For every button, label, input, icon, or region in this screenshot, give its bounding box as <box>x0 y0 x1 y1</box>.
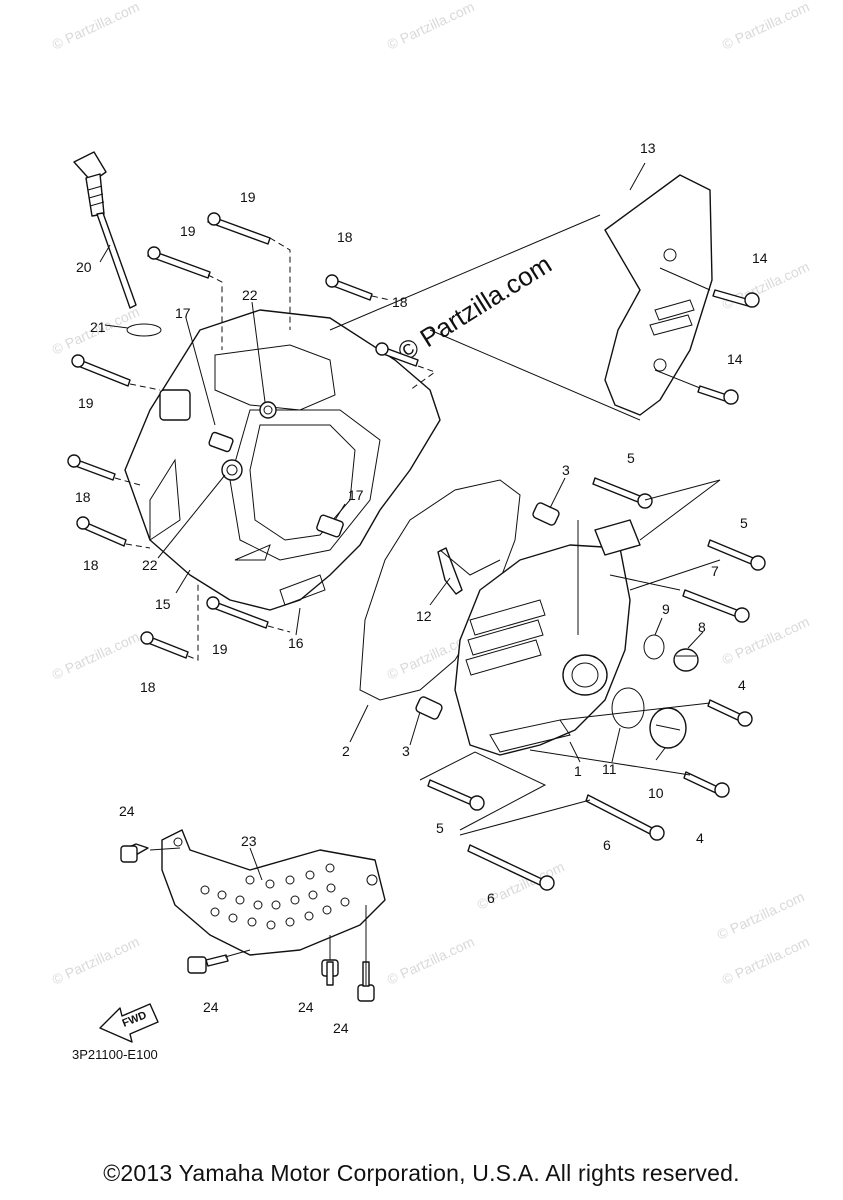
watermark: © Partzilla.com <box>50 628 142 682</box>
gasket <box>359 479 521 701</box>
callout-18: 18 <box>337 229 353 245</box>
callout-16: 16 <box>288 635 304 651</box>
skid-bolts <box>120 843 375 1002</box>
callout-18: 18 <box>140 679 156 695</box>
callout-8: 8 <box>698 619 706 635</box>
callout-5: 5 <box>627 450 635 466</box>
dowel-pin <box>415 696 443 720</box>
callout-19: 19 <box>180 223 196 239</box>
callout-3: 3 <box>402 743 410 759</box>
callout-5: 5 <box>740 515 748 531</box>
callout-4: 4 <box>738 677 746 693</box>
bolts <box>67 212 766 891</box>
watermark: © Partzilla.com <box>385 933 477 987</box>
callout-18: 18 <box>75 489 91 505</box>
callout-19: 19 <box>78 395 94 411</box>
right-crankcase-cover <box>454 519 641 756</box>
callout-5: 5 <box>436 820 444 836</box>
clamp <box>437 547 463 595</box>
callout-14: 14 <box>752 250 768 266</box>
callout-7: 7 <box>711 563 719 579</box>
watermark: © Partzilla.com <box>720 258 812 312</box>
diagram-code: 3P21100-E100 <box>72 1047 158 1062</box>
callout-22: 22 <box>142 557 158 573</box>
callout-20: 20 <box>76 259 92 275</box>
callout-22: 22 <box>242 287 258 303</box>
oil-dipstick <box>73 151 137 309</box>
cap-parts <box>611 634 699 749</box>
watermark: © Partzilla.com <box>715 888 807 942</box>
sprocket-cover <box>604 174 713 416</box>
dowel-pin <box>532 502 560 526</box>
watermark: © Partzilla.com <box>50 933 142 987</box>
callout-10: 10 <box>648 785 664 801</box>
callout-13: 13 <box>640 140 656 156</box>
watermark: © Partzilla.com <box>720 613 812 667</box>
callout-24: 24 <box>333 1020 349 1036</box>
callout-24: 24 <box>203 999 219 1015</box>
callout-3: 3 <box>562 462 570 478</box>
callout-leaders <box>99 162 704 881</box>
callout-2: 2 <box>342 743 350 759</box>
watermark: © Partzilla.com <box>720 0 812 53</box>
callouts: 20 21 19 19 18 18 17 22 19 18 18 22 17 1… <box>75 140 768 1036</box>
callout-19: 19 <box>212 641 228 657</box>
watermark: © Partzilla.com <box>720 933 812 987</box>
fwd-arrow: FWD <box>99 1003 159 1043</box>
callout-12: 12 <box>416 608 432 624</box>
copyright-notice: ©2013 Yamaha Motor Corporation, U.S.A. A… <box>103 1160 740 1186</box>
callout-4: 4 <box>696 830 704 846</box>
callout-23: 23 <box>241 833 257 849</box>
callout-11: 11 <box>602 761 617 777</box>
callout-19: 19 <box>240 189 256 205</box>
callout-15: 15 <box>155 596 171 612</box>
callout-9: 9 <box>662 601 670 617</box>
callout-24: 24 <box>119 803 135 819</box>
watermark: © Partzilla.com <box>50 0 142 53</box>
callout-18: 18 <box>83 557 99 573</box>
callout-14: 14 <box>727 351 743 367</box>
callout-6: 6 <box>603 837 611 853</box>
callout-24: 24 <box>298 999 314 1015</box>
watermark: © Partzilla.com <box>385 0 477 53</box>
callout-17: 17 <box>348 487 364 503</box>
assembly-lines <box>114 214 721 985</box>
callout-17: 17 <box>175 305 191 321</box>
callout-21: 21 <box>90 319 106 335</box>
callout-18: 18 <box>392 294 408 310</box>
callout-1: 1 <box>574 763 582 779</box>
callout-6: 6 <box>487 890 495 906</box>
skid-plate <box>161 829 386 956</box>
o-ring <box>126 323 162 337</box>
